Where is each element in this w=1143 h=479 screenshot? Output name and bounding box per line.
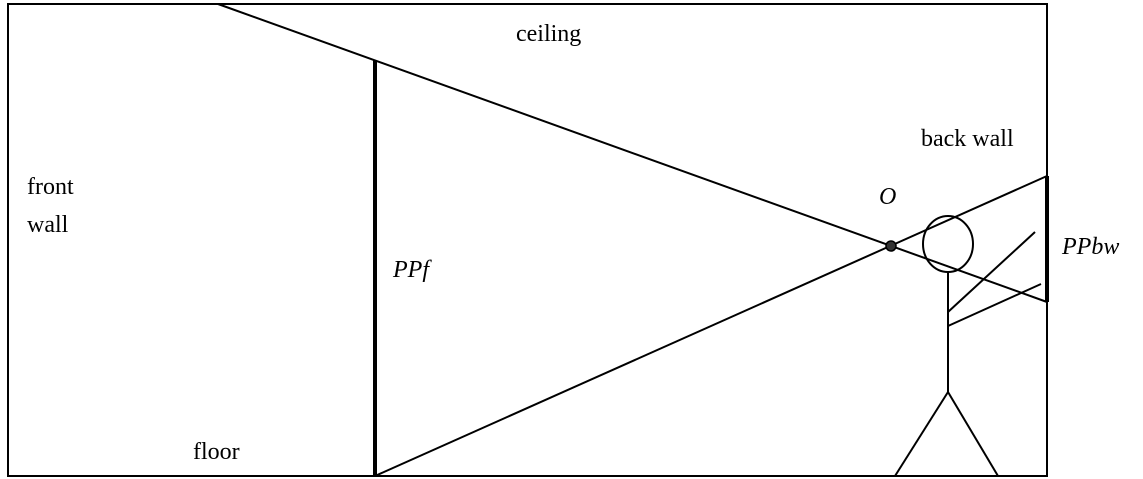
stick-figure-head — [922, 215, 974, 273]
stick-figure — [894, 215, 1042, 477]
stick-figure-leg-left — [894, 391, 949, 477]
front-wall-label-line2: wall — [27, 212, 69, 238]
upper-projection-line — [217, 3, 1048, 303]
o-label: O — [879, 184, 896, 210]
stick-figure-arm-lower — [947, 283, 1042, 327]
ceiling-label: ceiling — [516, 21, 581, 47]
lower-projection-line — [374, 175, 1048, 477]
back-wall-label: back wall — [921, 126, 1014, 152]
front-wall-label-line1: front — [27, 174, 74, 200]
ppf-label: PPf — [392, 257, 432, 283]
projection-point-o — [885, 240, 897, 252]
stick-figure-arm-upper — [947, 231, 1036, 313]
ppbw-label: PPbw — [1061, 234, 1119, 260]
floor-label: floor — [193, 439, 240, 465]
stick-figure-leg-right — [947, 391, 999, 477]
room-outline — [7, 3, 1048, 477]
